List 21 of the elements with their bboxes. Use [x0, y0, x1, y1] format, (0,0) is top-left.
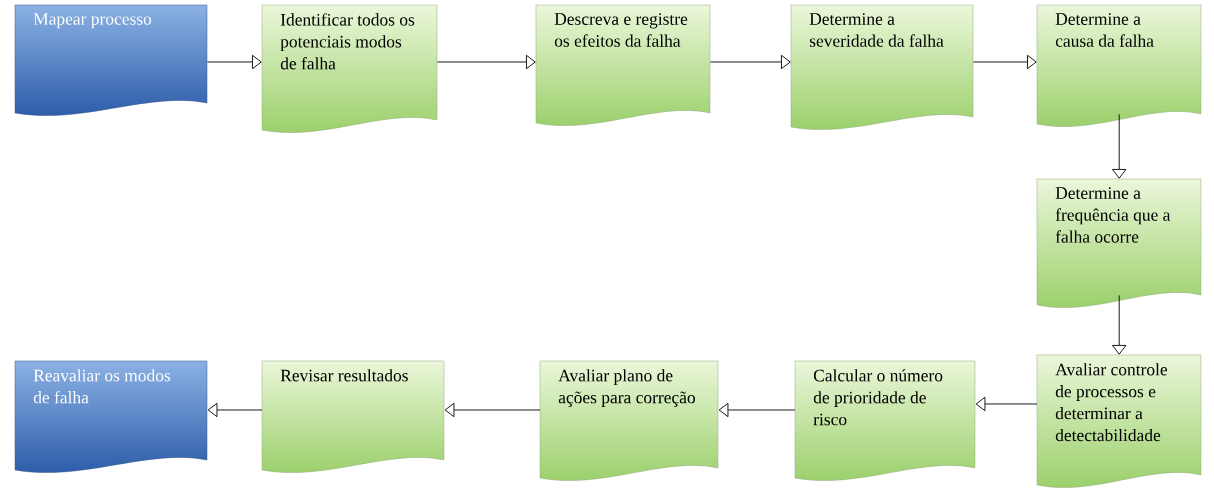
document-box: Determine a causa da falha: [1036, 4, 1202, 127]
arrow: [709, 54, 791, 70]
document-box: Determine a severidade da falha: [790, 4, 974, 130]
arrow: [1112, 294, 1127, 355]
document-box: Calcular o número de prioridade de risco: [794, 360, 976, 481]
arrow: [206, 54, 262, 70]
document-box: Revisar resultados: [261, 360, 445, 473]
document-box: Avaliar plano de ações para correção: [539, 360, 719, 481]
arrow: [207, 402, 263, 418]
arrow: [718, 402, 796, 418]
arrow: [436, 54, 536, 70]
arrow: [972, 54, 1037, 70]
arrow: [975, 396, 1038, 412]
arrow: [1112, 113, 1127, 179]
document-box: Descreva e registre os efeitos da falha: [535, 4, 711, 126]
start-box: Reavaliar os modos de falha: [14, 360, 208, 473]
document-box: Avaliar controle de processos e determinar a detectabilidade: [1036, 354, 1202, 488]
start-box: Mapear processo: [14, 4, 208, 116]
arrow: [444, 402, 541, 418]
document-box: Identificar todos os potenciais modos de falha: [261, 4, 438, 133]
document-box: Determine a frequência que a falha ocorre: [1036, 178, 1202, 308]
